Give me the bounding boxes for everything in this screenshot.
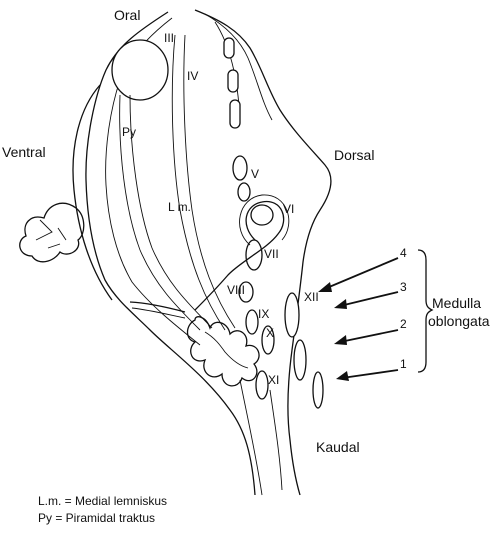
- nerve-label-x: X: [266, 326, 274, 340]
- nucleus-iii: [224, 38, 234, 58]
- nucleus-xii: [285, 293, 299, 337]
- label-medulla-2: oblongata: [428, 313, 490, 329]
- label-oral: Oral: [114, 7, 140, 23]
- dorsal-contour: [195, 10, 331, 495]
- nucleus-iv-b: [230, 100, 240, 128]
- level-label-4: 4: [400, 246, 407, 260]
- label-kaudal: Kaudal: [316, 439, 360, 455]
- label-dorsal: Dorsal: [334, 147, 374, 163]
- nucleus-low: [313, 372, 323, 408]
- nucleus-vi: [251, 205, 273, 225]
- oral-oval: [112, 40, 168, 100]
- legend: L.m. = Medial lemniskus Py = Piramidal t…: [38, 493, 167, 527]
- nucleus-xii-b: [294, 340, 306, 380]
- cerebellar-fold-lines: [36, 220, 66, 248]
- nucleus-ix: [246, 310, 258, 334]
- nerve-label-xi: XI: [268, 373, 279, 387]
- label-py: Py: [122, 125, 136, 139]
- level-arrows: [318, 258, 398, 381]
- nerve-label-ix: IX: [258, 307, 269, 321]
- label-ventral: Ventral: [2, 144, 46, 160]
- level-label-2: 2: [400, 317, 407, 331]
- nerve-label-iii: III: [164, 31, 174, 45]
- nerve-label-xii: XII: [304, 290, 319, 304]
- inferior-olive-inner: [205, 332, 248, 368]
- nerve-label-iv: IV: [187, 69, 198, 83]
- level-label-1: 1: [400, 357, 407, 371]
- medulla-bracket: [418, 250, 432, 372]
- nucleus-xi: [256, 371, 268, 399]
- nucleus-iv: [228, 70, 238, 92]
- nerve-label-vii: VII: [264, 247, 279, 261]
- nerve-label-vi: VI: [283, 202, 294, 216]
- nucleus-v-b: [238, 183, 250, 201]
- nerve-label-viii: VIII: [227, 283, 245, 297]
- label-lm: L m.: [168, 200, 191, 214]
- nucleus-v: [233, 156, 247, 180]
- medial-lemniscus: [172, 35, 225, 330]
- label-medulla-1: Medulla: [432, 295, 481, 311]
- lower-tract-2: [270, 390, 282, 490]
- legend-item-py: Py = Piramidal traktus: [38, 510, 167, 527]
- level-label-3: 3: [400, 280, 407, 294]
- nerve-root-exit: [130, 302, 185, 312]
- nerve-label-v: V: [251, 167, 259, 181]
- legend-item-lm: L.m. = Medial lemniskus: [38, 493, 167, 510]
